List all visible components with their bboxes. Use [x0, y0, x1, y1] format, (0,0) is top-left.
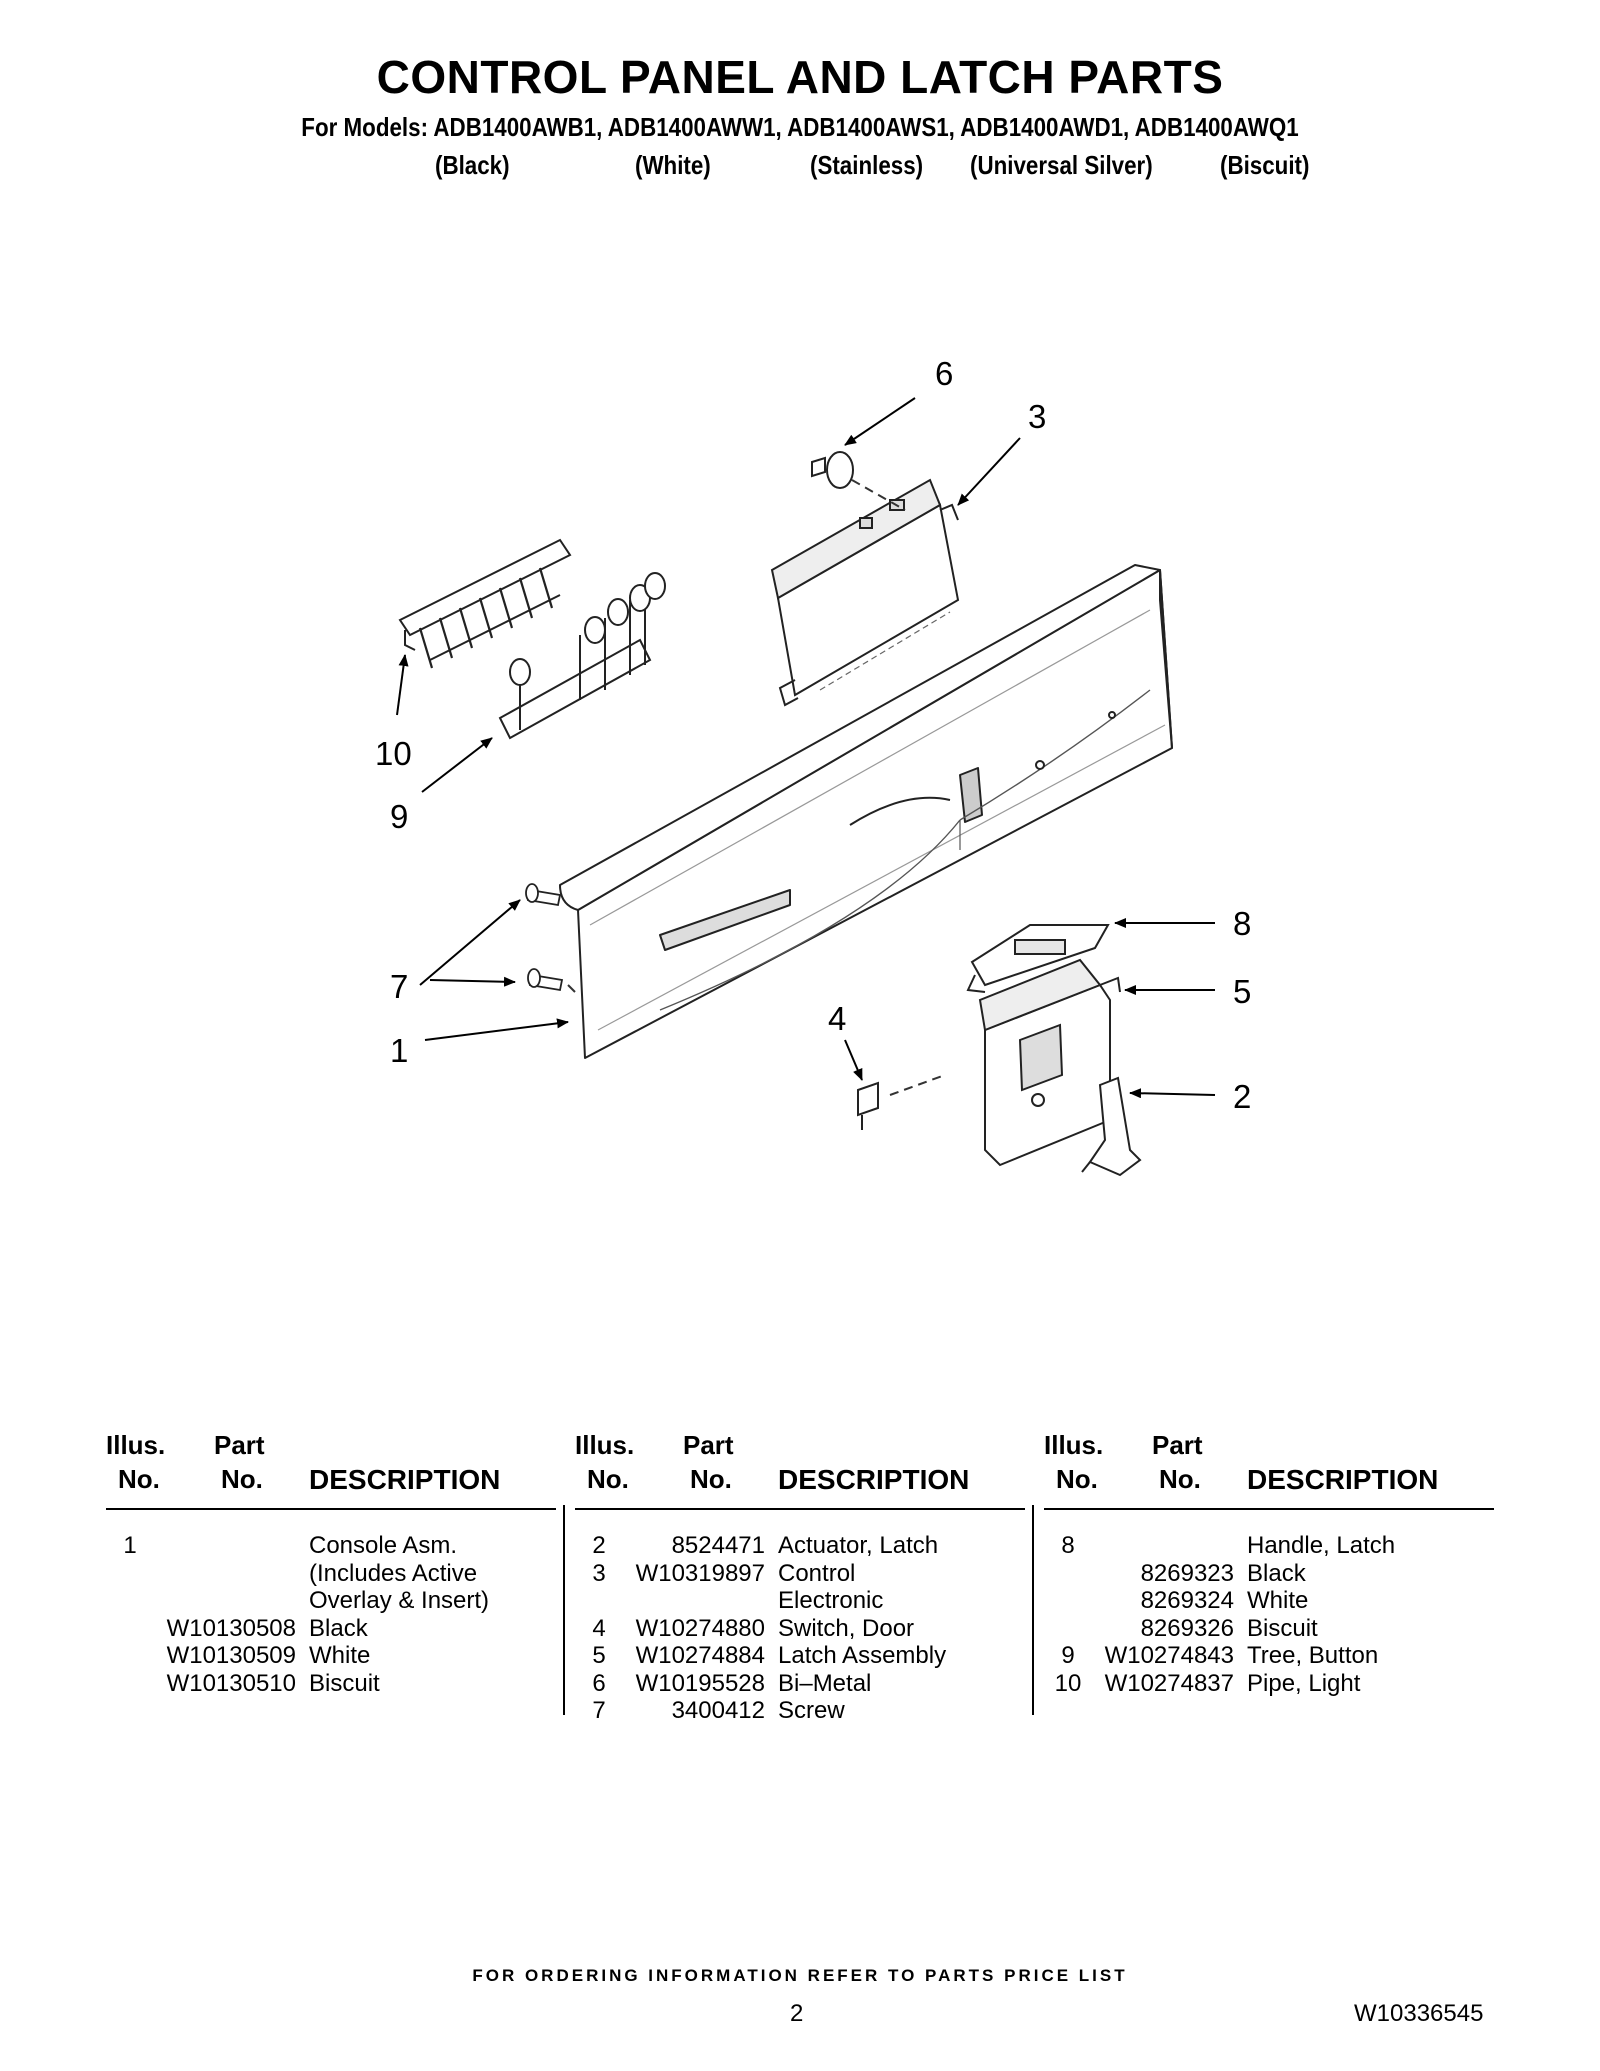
column-divider: [1032, 1505, 1034, 1715]
latch-handle-drawing: [966, 924, 1110, 993]
table-header: Illus. Part No. No. DESCRIPTION: [575, 1430, 1025, 1510]
color-label-white: (White): [635, 150, 711, 180]
callout-5: 5: [1233, 973, 1251, 1010]
callout-10: 10: [375, 735, 412, 772]
latch-actuator-drawing: [1081, 1076, 1142, 1177]
callout-9: 9: [390, 798, 408, 835]
screws-drawing: [525, 883, 564, 992]
callout-1: 1: [390, 1032, 408, 1069]
latch-assembly-drawing: [978, 958, 1121, 1167]
column-divider: [563, 1505, 565, 1715]
door-switch-drawing: [857, 1081, 879, 1130]
ordering-note: FOR ORDERING INFORMATION REFER TO PARTS …: [472, 1966, 1128, 1985]
table-row: (Includes Active: [309, 1559, 478, 1587]
callout-4: 4: [828, 1000, 846, 1037]
page-number: 2: [790, 2000, 804, 2027]
page-title: CONTROL PANEL AND LATCH PARTS: [376, 51, 1224, 103]
console-assembly-drawing: [559, 564, 1173, 1059]
button-tree-drawing: [498, 572, 666, 740]
color-label-universal-silver: (Universal Silver): [970, 150, 1153, 180]
table-header: Illus. Part No. No. DESCRIPTION: [106, 1430, 556, 1510]
document-number: W10336545: [1354, 2000, 1484, 2027]
light-pipe-drawing: [398, 538, 572, 669]
table-header: Illus. Part No. No. DESCRIPTION: [1044, 1430, 1494, 1510]
table-row: Overlay & Insert): [309, 1587, 490, 1614]
electronic-control-drawing: [770, 478, 960, 707]
color-label-biscuit: (Biscuit): [1220, 150, 1310, 180]
callout-6: 6: [935, 355, 953, 392]
color-label-stainless: (Stainless): [810, 150, 924, 180]
callout-2: 2: [1233, 1078, 1251, 1115]
table-row: Electronic: [778, 1587, 884, 1614]
models-line: For Models: ADB1400AWB1, ADB1400AWW1, AD…: [301, 112, 1299, 142]
exploded-parts-diagram: 6 3 10 9 8 7 5 4 1 2: [375, 355, 1251, 1177]
callout-7: 7: [390, 968, 408, 1005]
color-label-black: (Black): [435, 150, 510, 180]
callout-3: 3: [1028, 398, 1046, 435]
callout-8: 8: [1233, 905, 1251, 942]
bi-metal-drawing: [811, 451, 854, 489]
